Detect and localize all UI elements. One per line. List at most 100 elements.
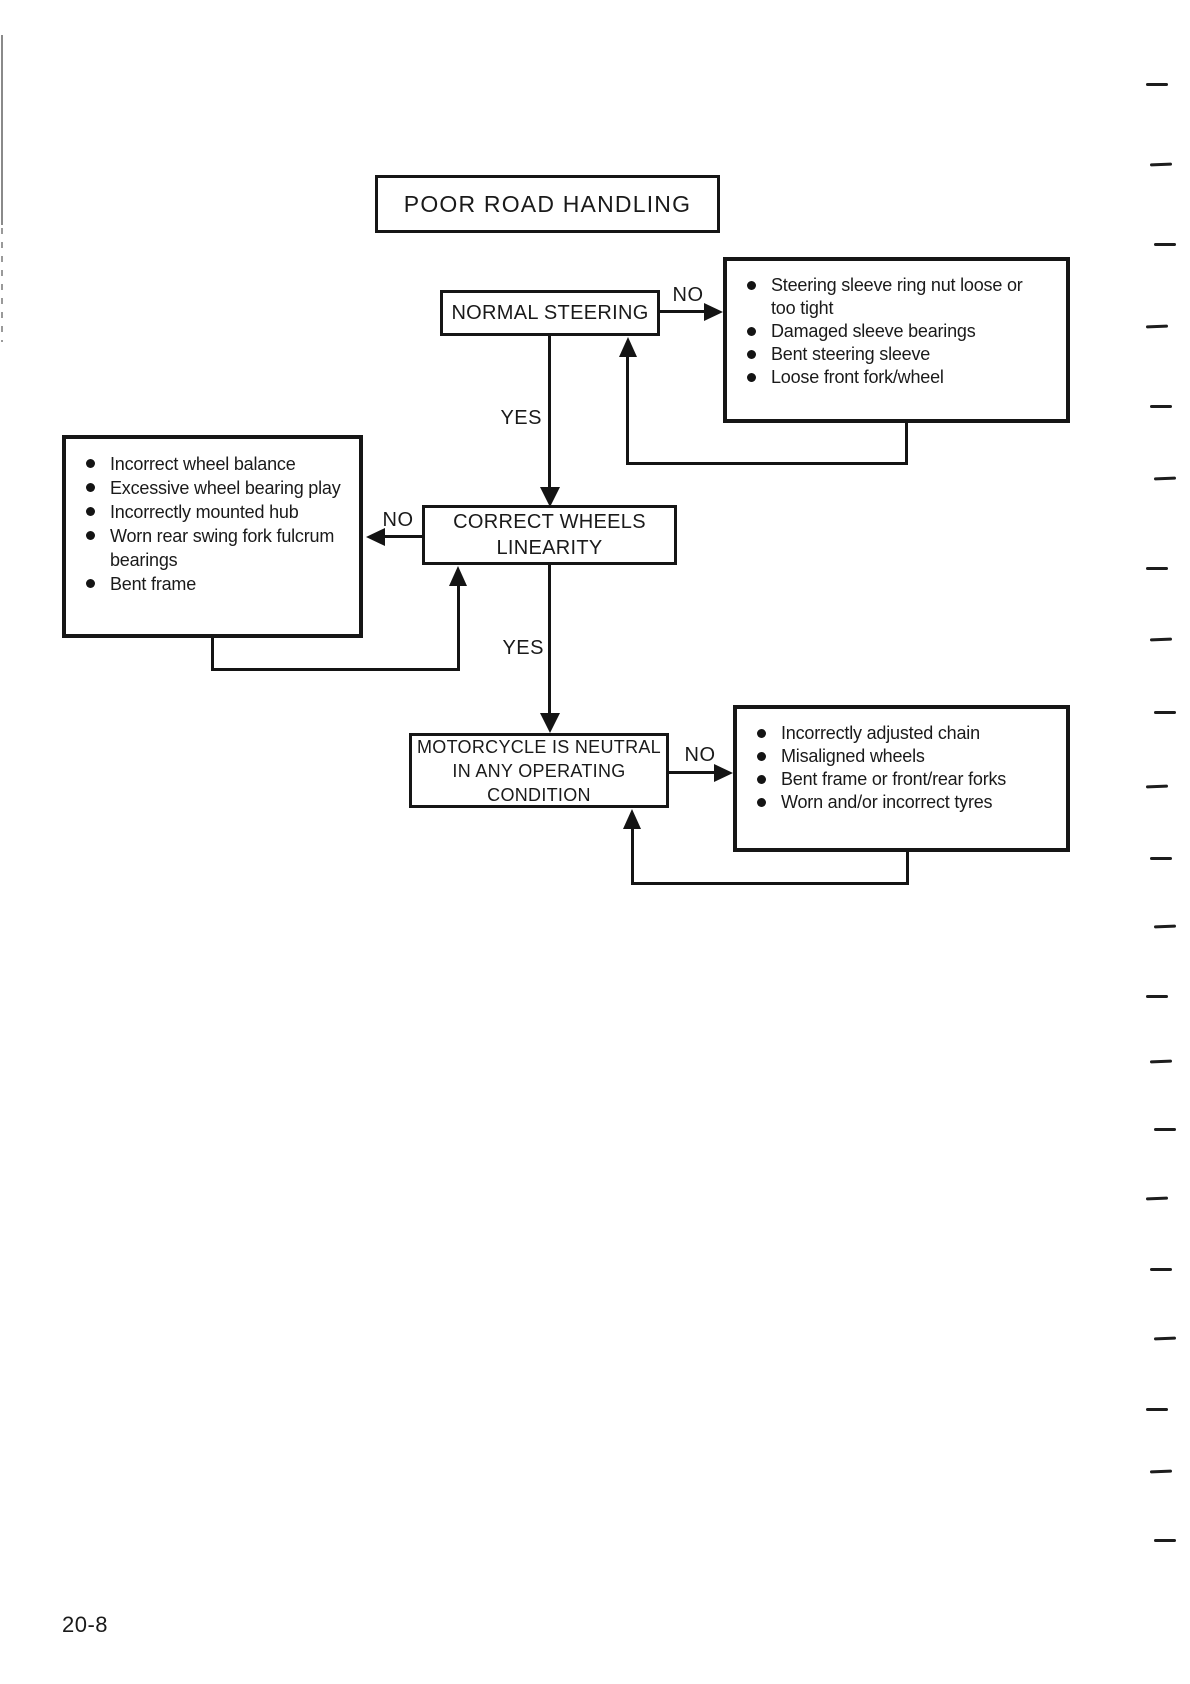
margin-mark	[1146, 995, 1168, 998]
cause-item: Bent frame	[86, 572, 353, 596]
margin-mark	[1154, 711, 1176, 714]
margin-mark	[1153, 476, 1177, 481]
margin-mark	[1149, 1059, 1173, 1064]
edge-label-yes2: YES	[502, 637, 544, 659]
cause-text: Bent frame or front/rear forks	[781, 769, 1007, 789]
cause-text: Misaligned wheels	[781, 746, 925, 766]
arrowhead-yes2-icon	[540, 713, 560, 733]
margin-mark	[1150, 857, 1172, 860]
connector-no2-line	[378, 535, 424, 538]
arrowhead-no3-icon	[714, 764, 733, 782]
margin-mark	[1146, 567, 1168, 570]
cause-text: Incorrectly mounted hub	[110, 502, 299, 522]
feedback1-line-across	[626, 462, 908, 465]
arrowhead-no1-icon	[704, 303, 723, 321]
node-normal-steering-label: NORMAL STEERING	[451, 301, 649, 324]
arrowhead-feedback1-icon	[619, 337, 637, 357]
flowchart-title-box: POOR ROAD HANDLING	[375, 175, 720, 233]
margin-mark	[1146, 83, 1168, 86]
margin-mark	[1146, 1408, 1168, 1411]
cause-text: Damaged sleeve bearings	[771, 321, 976, 341]
cause-item: Incorrectly adjusted chain	[757, 722, 1060, 745]
cause-text: Bent frame	[110, 574, 197, 594]
edge-label-no1: NO	[672, 284, 704, 306]
arrowhead-yes1-icon	[540, 487, 560, 507]
arrowhead-no2-icon	[366, 528, 385, 546]
bullet-icon	[86, 459, 95, 468]
feedback1-line-up	[626, 352, 629, 465]
bullet-icon	[747, 350, 756, 359]
node-wheels-linearity-label: CORRECT WHEELS LINEARITY	[453, 511, 646, 559]
bullet-icon	[86, 579, 95, 588]
cause-item: Bent steering sleeve	[747, 343, 1060, 366]
scan-artifact-left-edge-dashes	[1, 228, 3, 342]
node-motorcycle-neutral: MOTORCYCLE IS NEUTRAL IN ANY OPERATING C…	[409, 733, 669, 808]
bullet-icon	[747, 373, 756, 382]
feedback3-line-across	[631, 882, 909, 885]
bullet-icon	[747, 327, 756, 336]
connector-yes1-line	[548, 336, 551, 490]
margin-mark	[1145, 1196, 1169, 1201]
cause-item: Misaligned wheels	[757, 745, 1060, 768]
margin-mark	[1153, 924, 1177, 929]
arrowhead-feedback2-icon	[449, 566, 467, 586]
feedback2-line-up	[457, 580, 460, 671]
node-motorcycle-neutral-label: MOTORCYCLE IS NEUTRAL IN ANY OPERATING C…	[416, 736, 661, 805]
bullet-icon	[757, 752, 766, 761]
cause-box-neutral: Incorrectly adjusted chain Misaligned wh…	[733, 705, 1070, 852]
margin-mark	[1150, 1268, 1172, 1271]
margin-mark	[1145, 324, 1169, 329]
cause-item: Steering sleeve ring nut loose or too ti…	[747, 274, 1060, 320]
node-normal-steering: NORMAL STEERING	[440, 290, 660, 336]
node-wheels-linearity: CORRECT WHEELS LINEARITY	[422, 505, 677, 565]
bullet-icon	[86, 483, 95, 492]
margin-mark	[1150, 405, 1172, 408]
connector-no1-line	[659, 310, 709, 313]
margin-mark	[1149, 162, 1173, 167]
cause-item: Worn and/or incorrect tyres	[757, 791, 1060, 814]
margin-mark	[1154, 1539, 1176, 1542]
cause-item: Worn rear swing fork fulcrum bearings	[86, 524, 353, 572]
margin-mark	[1145, 784, 1169, 789]
page-number: 20-8	[62, 1612, 109, 1637]
cause-text: Steering sleeve ring nut loose or too ti…	[771, 275, 1023, 318]
margin-mark	[1149, 1469, 1173, 1474]
arrowhead-feedback3-icon	[623, 809, 641, 829]
cause-text: Excessive wheel bearing play	[110, 478, 341, 498]
cause-text: Incorrectly adjusted chain	[781, 723, 980, 743]
feedback3-line-down	[906, 852, 909, 885]
bullet-icon	[86, 507, 95, 516]
bullet-icon	[757, 775, 766, 784]
scan-artifact-left-edge	[1, 35, 3, 225]
cause-text: Bent steering sleeve	[771, 344, 931, 364]
cause-text: Worn rear swing fork fulcrum bearings	[110, 526, 335, 570]
bullet-icon	[86, 531, 95, 540]
connector-no3-line	[667, 771, 719, 774]
cause-text: Loose front fork/wheel	[771, 367, 944, 387]
cause-item: Incorrect wheel balance	[86, 452, 353, 476]
cause-box-steering: Steering sleeve ring nut loose or too ti…	[723, 257, 1070, 423]
edge-label-no2: NO	[382, 509, 414, 531]
cause-item: Bent frame or front/rear forks	[757, 768, 1060, 791]
cause-box-wheels: Incorrect wheel balance Excessive wheel …	[62, 435, 363, 638]
margin-mark	[1153, 1336, 1177, 1341]
connector-yes2-line	[548, 565, 551, 715]
cause-item: Damaged sleeve bearings	[747, 320, 1060, 343]
bullet-icon	[747, 281, 756, 290]
feedback2-line-across	[211, 668, 460, 671]
feedback2-line-down	[211, 638, 214, 671]
cause-item: Loose front fork/wheel	[747, 366, 1060, 389]
margin-mark	[1154, 243, 1176, 246]
feedback3-line-up	[631, 824, 634, 885]
edge-label-yes1: YES	[500, 407, 542, 429]
cause-text: Incorrect wheel balance	[110, 454, 296, 474]
cause-item: Excessive wheel bearing play	[86, 476, 353, 500]
bullet-icon	[757, 729, 766, 738]
cause-item: Incorrectly mounted hub	[86, 500, 353, 524]
cause-text: Worn and/or incorrect tyres	[781, 792, 993, 812]
margin-mark	[1149, 637, 1173, 642]
bullet-icon	[757, 798, 766, 807]
margin-mark	[1154, 1128, 1176, 1131]
flowchart-title: POOR ROAD HANDLING	[403, 190, 692, 217]
